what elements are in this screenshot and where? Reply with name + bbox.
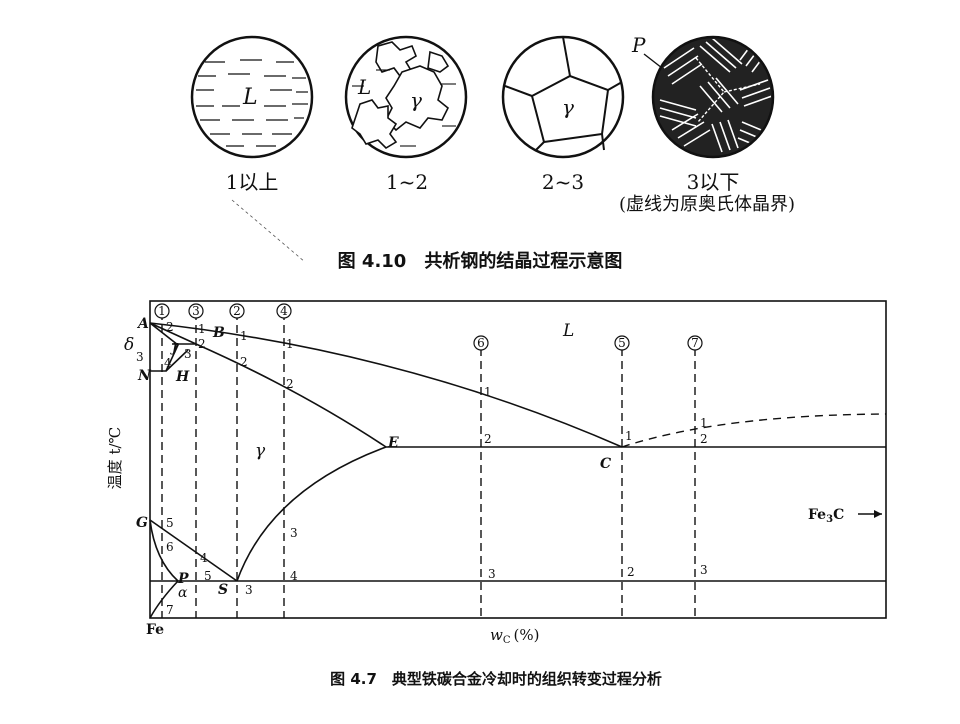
phase-labels: L γ δ α: [124, 321, 574, 601]
step-label: 7: [166, 603, 174, 617]
circle-pearlite: P: [631, 33, 775, 159]
step-numbers: 2 1 1 1 2 3 3 4 2 2 1 2 1 1 2 5 6 4 5 3 …: [136, 320, 708, 617]
phase-alpha: α: [178, 585, 188, 601]
alloy-6-label: 6: [477, 336, 485, 350]
step-label: 1: [700, 416, 708, 430]
y-axis-label: 温度 t/℃: [106, 427, 124, 490]
point-G: G: [136, 515, 148, 531]
step-label: 3: [488, 567, 496, 581]
step-label: 3: [184, 347, 192, 361]
step-label: 4: [164, 356, 172, 370]
origin-label: Fe: [146, 622, 164, 638]
point-S: S: [218, 582, 228, 598]
alloy-4-label: 4: [280, 304, 288, 318]
fe3c-liquidus: [621, 413, 887, 448]
step-label: 2: [484, 432, 492, 446]
fig-4-7: 1 3 2 4 6 5 7 L γ δ α A B J H N: [106, 300, 887, 688]
step-label: 2: [198, 337, 206, 351]
circle4-pearlite-label: P: [631, 33, 646, 57]
step-label: 1: [484, 385, 492, 399]
circle2-liquid-label: L: [357, 75, 371, 99]
circle3-gamma-label: γ: [562, 95, 574, 119]
step-label: 2: [166, 320, 174, 334]
circle-gamma-grains: γ: [501, 35, 625, 159]
stage-label-2: 1~2: [386, 170, 428, 194]
circle-liquid-gamma: L γ: [344, 35, 468, 159]
point-N: N: [137, 368, 152, 384]
step-label: 6: [166, 540, 174, 554]
point-E: E: [387, 435, 399, 451]
phase-boundaries: [149, 322, 886, 619]
step-label: 2: [627, 565, 635, 579]
stage-label-4: 3以下: [687, 170, 740, 194]
step-label: 3: [245, 583, 253, 597]
point-J: J: [170, 341, 179, 355]
alloy-2-label: 2: [233, 304, 241, 318]
point-C: C: [600, 456, 611, 472]
phase-gamma: γ: [255, 441, 266, 461]
alloy-5-label: 5: [618, 336, 626, 350]
step-label: 3: [290, 526, 298, 540]
step-label: 1: [286, 337, 294, 351]
fig-4-10: L L γ: [190, 33, 795, 272]
step-label: 4: [290, 569, 298, 583]
circle2-gamma-label: γ: [410, 88, 422, 112]
point-H: H: [175, 369, 190, 385]
phase-L: L: [562, 321, 574, 341]
step-label: 3: [700, 563, 708, 577]
phase-delta: δ: [124, 335, 134, 355]
alloy-7-label: 7: [691, 336, 699, 350]
point-P: P: [177, 571, 189, 587]
step-label: 1: [198, 322, 206, 336]
diagram-frame: [149, 300, 887, 619]
stage-label-1: 1以上: [226, 170, 279, 194]
alloy-markers: 1 3 2 4 6 5 7: [154, 303, 703, 351]
step-label: 3: [136, 350, 144, 364]
caption-fig-4-10: 图 4.10 共析钢的结晶过程示意图: [338, 250, 623, 272]
step-label: 5: [204, 569, 212, 583]
point-A: A: [136, 316, 149, 332]
step-label: 1: [240, 329, 248, 343]
step-label: 5: [166, 516, 174, 530]
x-axis-label: wC(%): [490, 626, 539, 646]
circle-liquid: L: [190, 35, 314, 159]
fe3c-label: Fe3C: [808, 507, 844, 525]
alloy-1-label: 1: [158, 304, 166, 318]
step-label: 2: [240, 355, 248, 369]
caption-fig-4-7: 图 4.7 典型铁碳合金冷却时的组织转变过程分析: [330, 670, 662, 688]
step-label: 1: [625, 429, 633, 443]
stage-label-3: 2~3: [542, 170, 584, 194]
step-label: 2: [286, 377, 294, 391]
alloy-3-label: 3: [192, 304, 200, 318]
point-B: B: [212, 325, 225, 341]
stage-label-4-note: (虚线为原奥氏体晶界): [619, 194, 795, 215]
circle1-region-label: L: [242, 85, 258, 110]
step-label: 4: [200, 551, 208, 565]
step-label: 2: [700, 432, 708, 446]
point-labels: A B J H N E C G P S: [136, 316, 611, 598]
